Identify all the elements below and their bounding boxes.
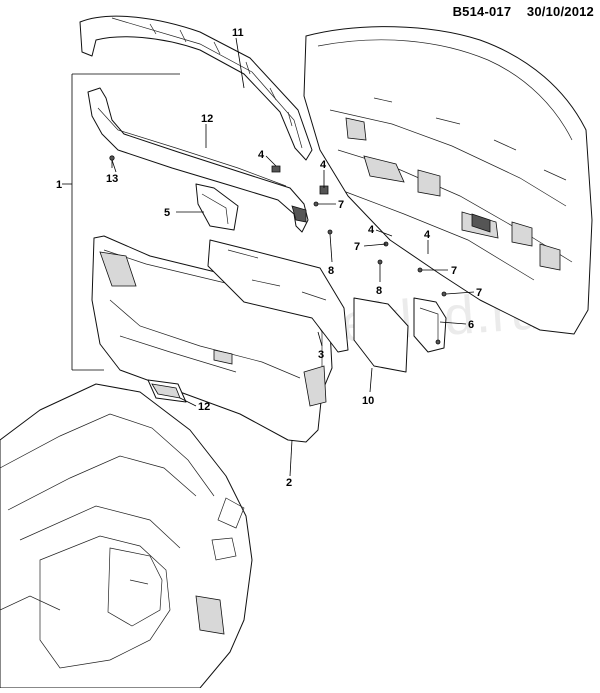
callout-8a: 8 bbox=[328, 265, 334, 277]
callout-7c: 7 bbox=[451, 265, 457, 277]
part-left-cover bbox=[195, 183, 239, 231]
callout-10: 10 bbox=[362, 395, 374, 407]
vehicle-body-outline bbox=[0, 383, 253, 689]
screw-7a bbox=[313, 201, 319, 207]
callout-1: 1 bbox=[56, 179, 62, 191]
screw-7c bbox=[417, 267, 423, 273]
liftgate-inner-structure bbox=[303, 26, 593, 335]
callout-3: 3 bbox=[318, 349, 324, 361]
callout-4b: 4 bbox=[320, 159, 327, 171]
callout-4c: 4 bbox=[368, 224, 375, 236]
callout-7a: 7 bbox=[338, 199, 344, 211]
leader-lines bbox=[111, 37, 475, 477]
part-spoiler-trim bbox=[79, 15, 313, 161]
screw-7d bbox=[441, 291, 447, 297]
callout-labels: 11 12 13 4 1 5 4 7 8 4 7 8 4 7 7 6 3 10 … bbox=[56, 27, 482, 489]
clip-4a bbox=[271, 165, 281, 173]
part-sound-pad bbox=[353, 297, 409, 373]
callout-8b: 8 bbox=[376, 285, 382, 297]
callout-7d: 7 bbox=[476, 287, 482, 299]
part-right-cover bbox=[413, 297, 447, 353]
callout-7b: 7 bbox=[354, 241, 360, 253]
part-switch bbox=[147, 379, 187, 403]
diagram-code: B514-017 bbox=[452, 4, 512, 19]
callout-2: 2 bbox=[286, 477, 292, 489]
part-upper-side-trim bbox=[87, 87, 309, 233]
screw-8a bbox=[327, 229, 333, 235]
callout-9: 11 bbox=[232, 27, 244, 39]
screw-13 bbox=[109, 155, 115, 168]
callout-12: 12 bbox=[198, 401, 210, 413]
callout-6: 6 bbox=[468, 319, 474, 331]
diagram-header: B514-017 30/10/2012 bbox=[453, 4, 594, 19]
clip-4b bbox=[319, 185, 329, 195]
bracket-1 bbox=[62, 73, 180, 371]
callout-5: 5 bbox=[164, 207, 170, 219]
callout-11: 12 bbox=[201, 113, 213, 125]
callout-4d: 4 bbox=[424, 229, 431, 241]
screw-8b bbox=[377, 259, 383, 265]
callout-4a: 4 bbox=[258, 149, 265, 161]
diagram-date: 30/10/2012 bbox=[526, 4, 594, 19]
callout-13: 13 bbox=[106, 173, 118, 185]
part-insulation-pad bbox=[207, 239, 349, 353]
